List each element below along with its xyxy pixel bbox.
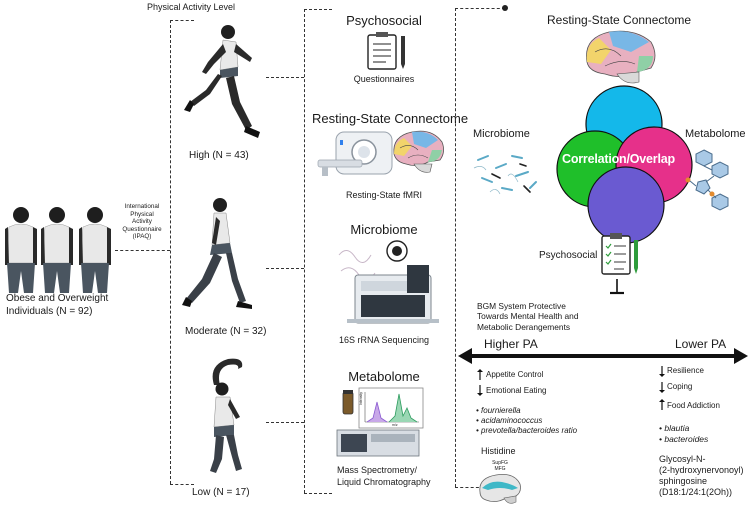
findings-intro-line-1: BGM System Protective — [477, 301, 566, 311]
mri-scanner-icon — [317, 131, 393, 176]
pa-bracket-top — [170, 20, 194, 21]
venn-center-label: Correlation/Overlap — [562, 152, 675, 166]
pa-bracket-vertical — [170, 20, 171, 484]
brain-connectome-icon — [393, 130, 444, 173]
integration-bracket-vertical — [455, 8, 456, 487]
lower-pa-label: Lower PA — [675, 337, 727, 351]
integration-title: Resting-State Connectome — [547, 13, 692, 27]
integration-metabolome-label: Metabolome — [685, 128, 746, 140]
higher-metabolite: Histidine — [481, 446, 516, 456]
lower-metabolite-line-3: sphingosine — [659, 476, 708, 486]
measures-bracket-vertical — [304, 9, 305, 493]
integration-clipboard-icon — [601, 233, 638, 275]
higher-pa-label: Higher PA — [484, 337, 538, 351]
group-high-label: High (N = 43) — [189, 150, 249, 161]
lower-item-2: Coping — [667, 382, 693, 391]
measures-bracket-top — [304, 9, 332, 10]
connectome-title: Resting-State Connectome — [312, 111, 469, 126]
inhibition-symbol — [610, 279, 624, 295]
lower-metabolite: Glycosyl-N- (2-hydroxynervonoyl) sphingo… — [659, 454, 744, 498]
metabolome-caption-line2: Liquid Chromatography — [337, 477, 431, 487]
physical-activity-level-label: Physical Activity Level — [147, 2, 236, 12]
up-arrow-icon — [659, 399, 665, 410]
higher-item-1: Appetite Control — [486, 370, 544, 379]
lower-taxa-list: • blautia • bacteroides — [659, 423, 708, 445]
findings-intro-line-2: Towards Mental Health and — [477, 311, 579, 322]
obese-person-1-icon — [5, 207, 37, 293]
bracket-dot-top — [502, 5, 508, 11]
higher-taxon-3: • prevotella/bacteroides ratio — [476, 426, 578, 435]
obese-person-2-icon — [41, 207, 73, 293]
microbiome-caption: 16S rRNA Sequencing — [338, 335, 430, 345]
findings-intro-line-3: Metabolic Derangements — [477, 321, 571, 332]
ipaq-line-4: Questionnaire — [122, 225, 162, 233]
spectrum-xlabel: m/z — [392, 423, 398, 427]
brain-region-icon — [479, 474, 521, 504]
ipaq-connector — [115, 250, 170, 251]
sequencer-icon — [338, 240, 439, 324]
pa-spectrum-arrow — [458, 348, 748, 364]
down-arrow-icon — [659, 382, 665, 393]
low-connector — [266, 422, 304, 423]
lower-taxon-1: • blautia — [659, 423, 690, 433]
ipaq-line-1: International — [124, 203, 160, 210]
venn-diagram — [556, 85, 693, 244]
metabolome-title: Metabolome — [348, 369, 420, 384]
findings-intro: BGM System Protective Towards Mental Hea… — [477, 301, 578, 332]
integration-bracket-top — [455, 8, 505, 9]
molecule-icon — [685, 149, 729, 211]
moderate-connector — [266, 268, 304, 269]
lower-metabolite-line-1: Glycosyl-N- — [659, 454, 706, 464]
microbiome-title: Microbiome — [350, 222, 418, 237]
ipaq-line-3: Activity — [132, 218, 152, 226]
lower-taxon-2: • bacteroides — [659, 434, 709, 444]
down-arrow-icon — [659, 366, 665, 377]
questionnaire-clipboard-icon — [367, 32, 405, 70]
integration-brain-icon — [586, 30, 656, 84]
lower-item-3: Food Addiction — [667, 401, 720, 410]
connectome-caption: Resting-State fMRI — [345, 190, 423, 200]
ipaq-line-5: (IPAQ) — [132, 233, 152, 241]
stretcher-low-icon — [210, 358, 243, 473]
bacteria-icon — [473, 155, 537, 195]
lower-item-1: Resilience — [667, 366, 704, 375]
pa-bracket-bottom — [170, 484, 194, 485]
obese-person-3-icon — [79, 207, 111, 293]
psychosocial-caption: Questionnaires — [353, 74, 415, 84]
runner-high-icon — [184, 25, 260, 138]
obese-group-label-line2: Individuals (N = 92) — [6, 306, 93, 317]
metabolome-caption-line1: Mass Spectrometry/ — [337, 465, 418, 475]
up-arrow-icon — [477, 369, 483, 380]
higher-item-2: Emotional Eating — [486, 386, 547, 395]
lower-metabolite-line-2: (2-hydroxynervonoyl) — [659, 465, 744, 475]
brain-region-label-1: SupFG — [492, 460, 508, 466]
walker-moderate-icon — [182, 198, 252, 309]
integration-psychosocial-label: Psychosocial — [539, 250, 598, 261]
mass-spec-icon — [336, 387, 424, 457]
obese-group-label-line1: Obese and Overweight — [6, 293, 109, 304]
high-connector — [266, 77, 304, 78]
integration-microbiome-label: Microbiome — [473, 128, 530, 140]
higher-taxa-list: • fournierella • acidaminococcus • prevo… — [476, 406, 577, 436]
psychosocial-title: Psychosocial — [346, 13, 422, 28]
ipaq-line-2: Physical — [130, 210, 154, 218]
higher-taxon-2: • acidaminococcus — [476, 416, 543, 425]
measures-bracket-bottom — [304, 493, 332, 494]
lower-metabolite-line-4: (D18:1/24:1(2Oh)) — [659, 487, 733, 497]
group-low-label: Low (N = 17) — [192, 487, 250, 498]
group-moderate-label: Moderate (N = 32) — [185, 326, 267, 337]
spectrum-ylabel: Intensity — [359, 391, 363, 405]
brain-region-label-2: MFG — [494, 466, 506, 472]
higher-taxon-1: • fournierella — [476, 406, 521, 415]
ipaq-label: International Physical Activity Question… — [112, 203, 172, 241]
down-arrow-icon — [477, 385, 483, 396]
